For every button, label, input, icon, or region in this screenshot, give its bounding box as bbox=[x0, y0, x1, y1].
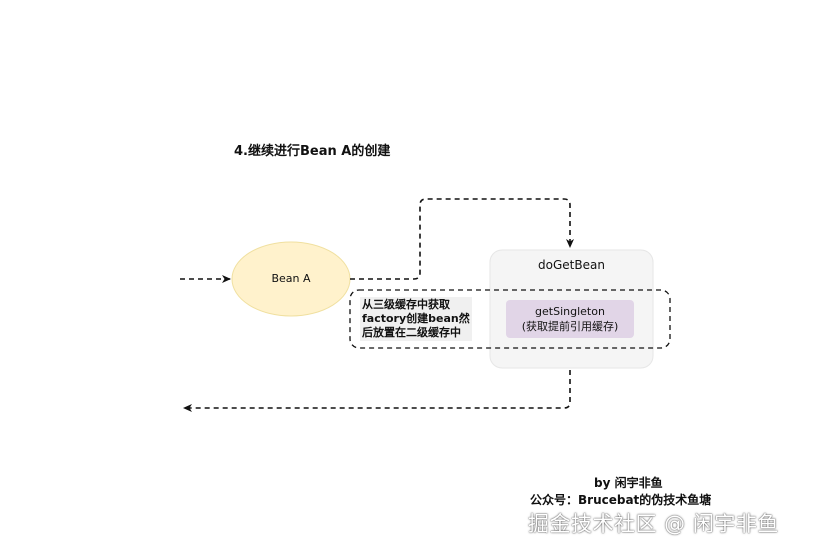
cache-note-line: 从三级缓存中获取 bbox=[362, 298, 450, 311]
cache-note: 从三级缓存中获取 factory创建bean然 后放置在二级缓存中 bbox=[360, 297, 472, 341]
getsingleton-node: getSingleton (获取提前引用缓存) bbox=[506, 300, 634, 338]
juejin-watermark: 掘金技术社区 @ 闲宇非鱼 bbox=[528, 512, 779, 536]
wechat-credit: 公众号：Brucebat的伪技术鱼塘 bbox=[530, 493, 712, 507]
dogetbean-label: doGetBean bbox=[538, 258, 605, 272]
diagram-title: 4.继续进行Bean A的创建 bbox=[234, 144, 391, 159]
getsingleton-sublabel: (获取提前引用缓存) bbox=[521, 320, 619, 333]
getsingleton-label: getSingleton bbox=[535, 305, 605, 318]
cache-note-line: 后放置在二级缓存中 bbox=[362, 326, 461, 339]
return-arrow bbox=[183, 370, 571, 412]
cache-note-line: factory创建bean然 bbox=[362, 312, 470, 325]
call-arrow bbox=[350, 198, 574, 280]
author-credit: by 闲宇非鱼 bbox=[594, 476, 663, 490]
cache-group-frame bbox=[349, 289, 671, 349]
bean-a-label: Bean A bbox=[271, 272, 311, 285]
